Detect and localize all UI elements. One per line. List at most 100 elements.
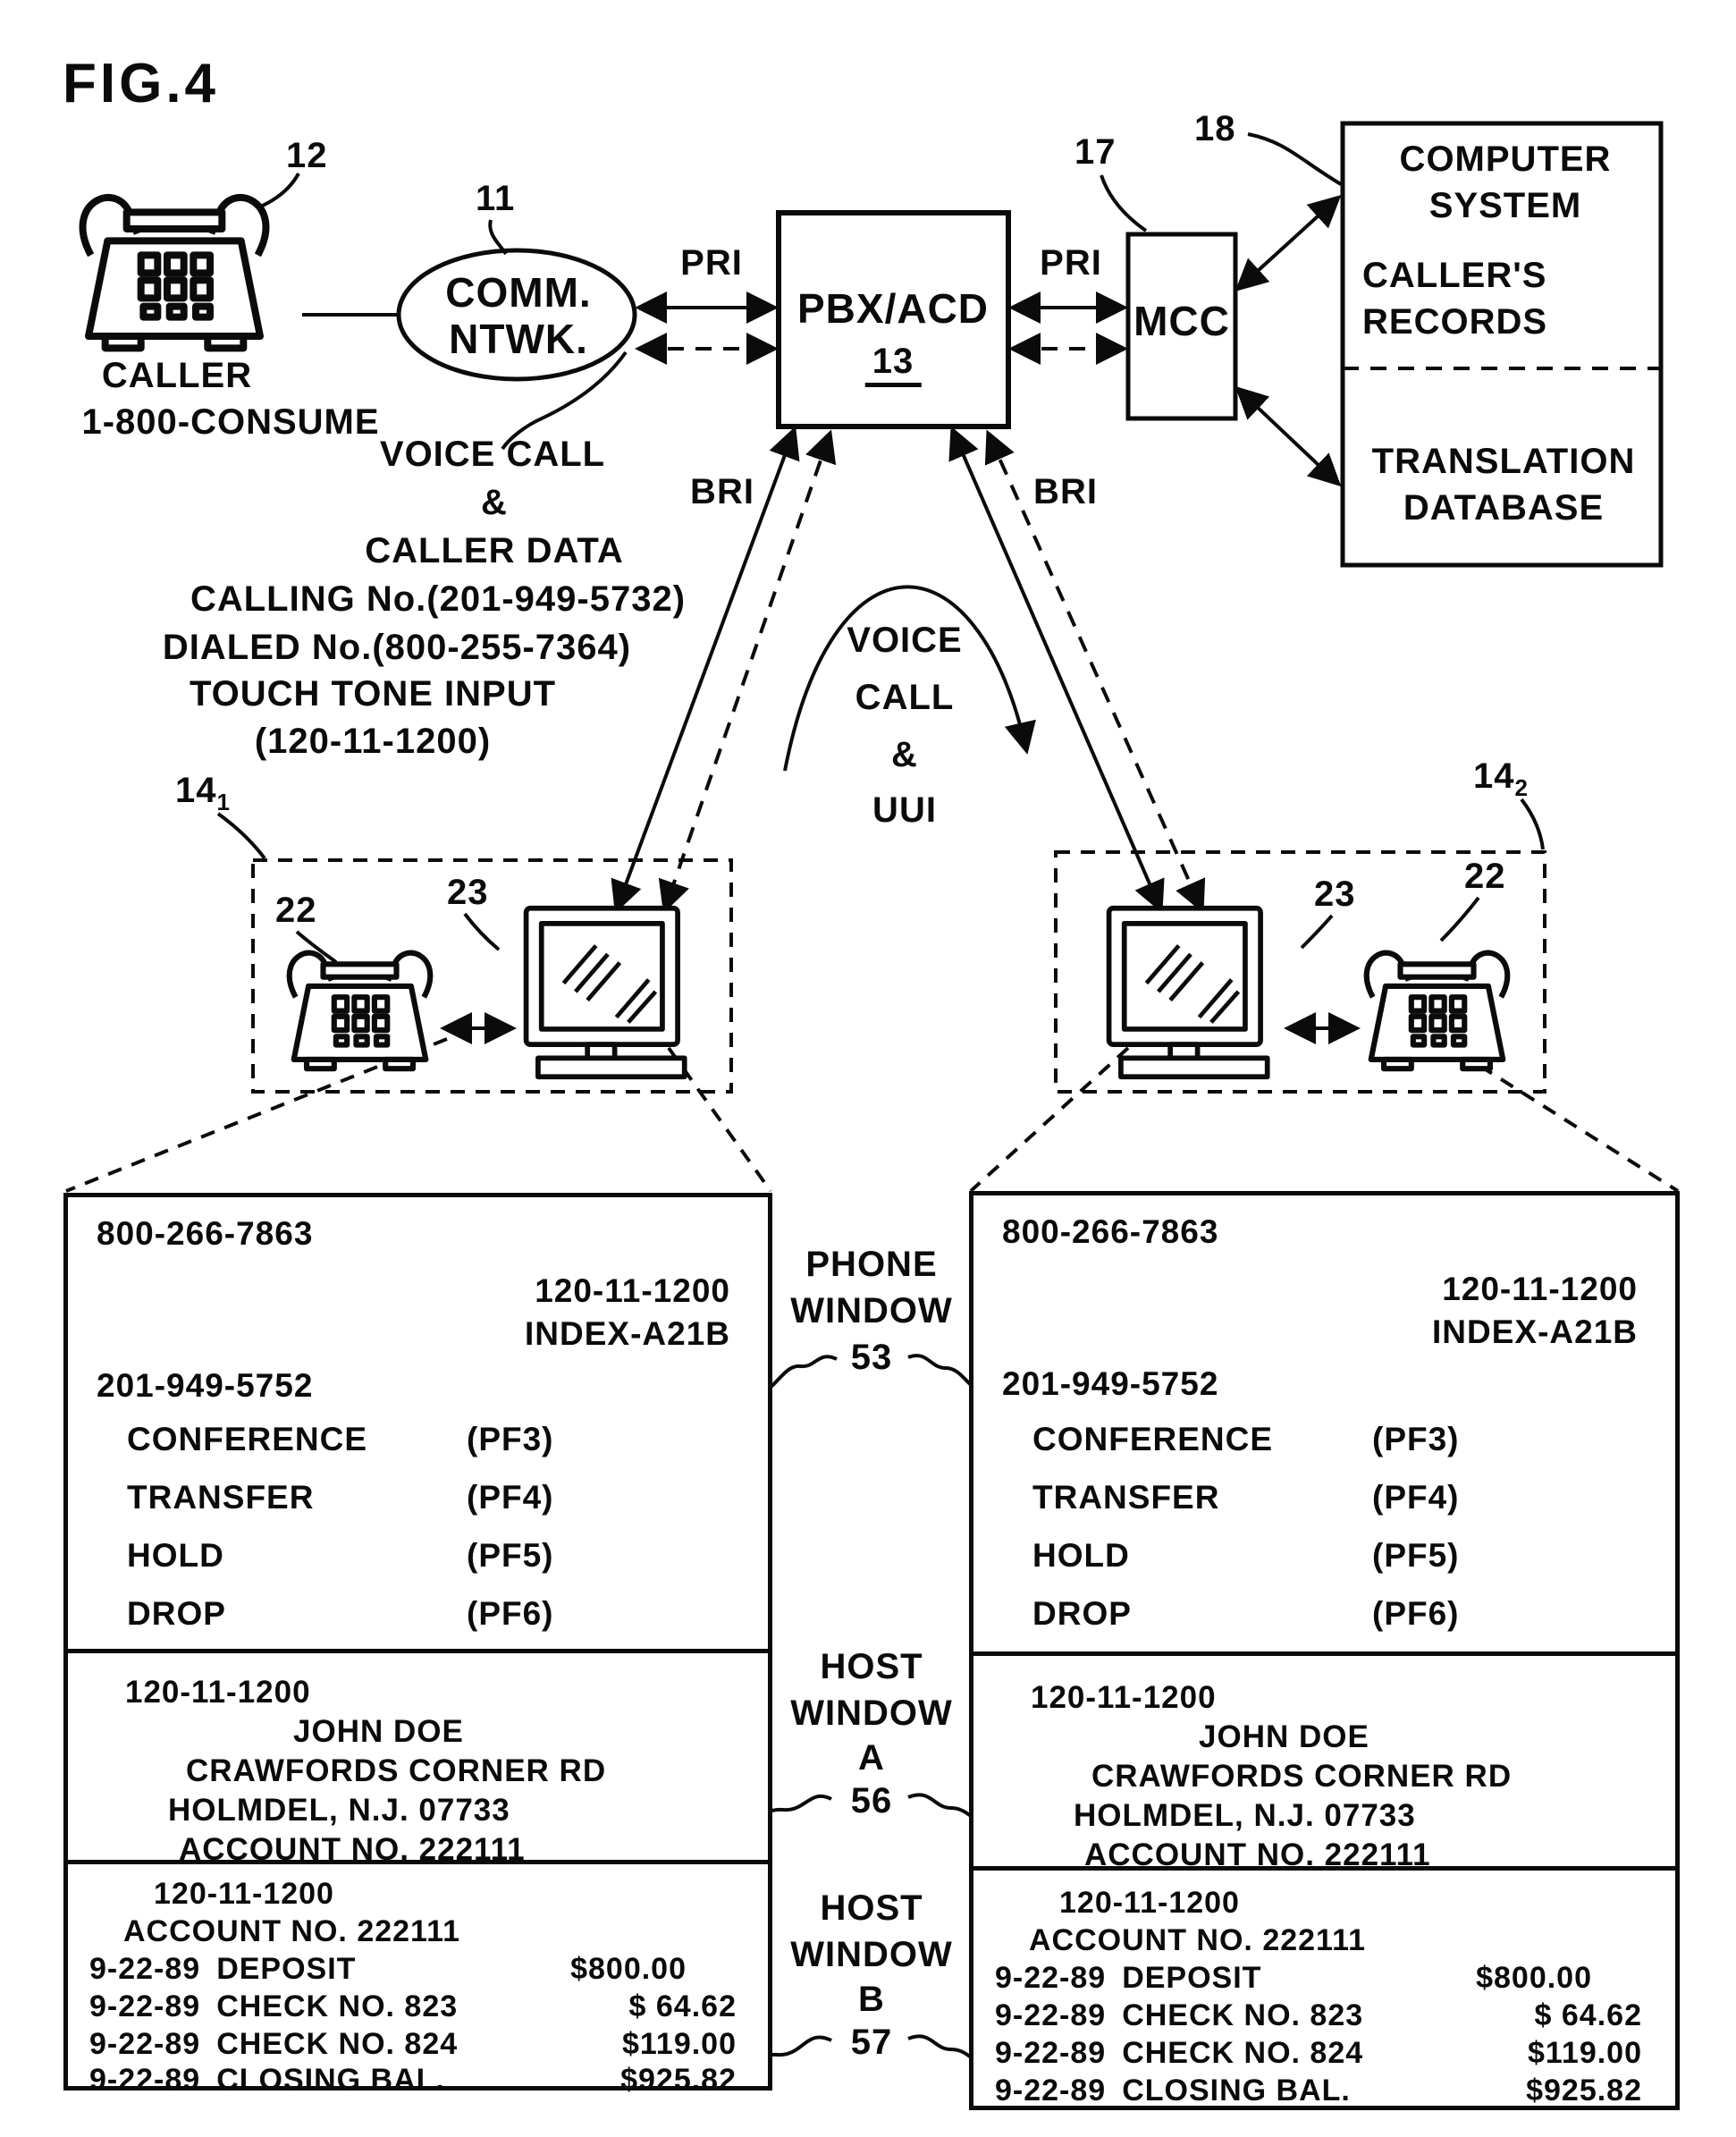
caller-number: 1-800-CONSUME [81, 402, 380, 442]
ref-56: 56 [850, 1781, 893, 1820]
tx-amount: $800.00 [570, 1952, 687, 1986]
tx-desc: CHECK NO. 823 [216, 1989, 459, 2023]
function-row: DROP (PF6) [1032, 1595, 1569, 1633]
ref-14-2-leader [1520, 798, 1545, 850]
function-key: (PF3) [467, 1421, 554, 1457]
ref-17-leader [1100, 174, 1148, 232]
mcc-label: MCC [1133, 298, 1230, 344]
host-window-a-label-2: WINDOW [790, 1694, 953, 1733]
caller-data-callout-leader [501, 351, 628, 451]
callers-records-1: CALLER'S [1362, 256, 1547, 295]
host-window-b-label-3: B [858, 1980, 885, 2019]
caller-label: CALLER [101, 356, 253, 395]
projection-left-a [65, 1037, 448, 1193]
function-key: (PF5) [467, 1537, 554, 1574]
function-row: HOLD (PF5) [1032, 1537, 1569, 1575]
tx-desc: CLOSING BAL. [216, 2063, 445, 2097]
section-divider [969, 1651, 1680, 1656]
host-a-line: 120-11-1200 [1031, 1680, 1217, 1715]
function-name: HOLD [1032, 1537, 1130, 1574]
function-key: (PF5) [1372, 1537, 1460, 1574]
function-name: DROP [1032, 1595, 1132, 1632]
host-window-a-label-1: HOST [820, 1647, 923, 1686]
ref-53: 53 [850, 1338, 893, 1377]
host-a-line: HOLMDEL, N.J. 07733 [168, 1793, 510, 1828]
function-key: (PF4) [467, 1479, 554, 1516]
uui-line: CALL [855, 678, 955, 717]
ref-22-right-leader [1439, 896, 1480, 942]
host-window-b-label-2: WINDOW [790, 1935, 953, 1974]
mcc-records-link [1235, 194, 1342, 292]
ref-23-left: 23 [447, 873, 489, 912]
touch-tone-id: 120-11-1200 [535, 1272, 730, 1309]
ref-12: 12 [286, 136, 328, 175]
tx-amount: $925.82 [1526, 2074, 1642, 2107]
caller-data-line: (120-11-1200) [254, 722, 492, 761]
function-name: CONFERENCE [1032, 1421, 1274, 1457]
phone-window-label-2: WINDOW [790, 1291, 953, 1330]
host-a-line: JOHN DOE [293, 1714, 464, 1749]
ref-23-right-leader [1300, 914, 1334, 950]
translation-db-1: TRANSLATION [1371, 442, 1636, 481]
caller-data-line: CALLING No.(201-949-5732) [190, 579, 687, 619]
tx-amount: $ 64.62 [1534, 1998, 1642, 2032]
tx-amount: $925.82 [620, 2063, 737, 2097]
computer-system-box [1340, 121, 1664, 568]
function-key: (PF3) [1372, 1421, 1460, 1457]
caller-data-line: & [481, 483, 508, 522]
bri-left-data-link [658, 429, 837, 914]
projection-right-a [969, 1046, 1130, 1193]
function-row: TRANSFER (PF4) [1032, 1479, 1569, 1516]
tx-date: 9-22-89 [89, 1989, 201, 2023]
pbx-ref: 13 [864, 342, 922, 387]
agent-terminal-right-icon [1109, 908, 1268, 1077]
host-a-line: 120-11-1200 [125, 1675, 311, 1710]
function-key: (PF4) [1372, 1479, 1460, 1516]
caller-data-line: DIALED No.(800-255-7364) [162, 628, 632, 667]
ref-22-left-leader [295, 930, 338, 964]
network-label-1: COMM. [445, 269, 592, 316]
tx-desc: DEPOSIT [216, 1952, 357, 1986]
pri-left-label: PRI [680, 243, 743, 283]
function-row: CONFERENCE (PF3) [127, 1421, 663, 1458]
host-a-line: ACCOUNT NO. 222111 [1084, 1837, 1431, 1872]
ref-53-leader-left [756, 1355, 838, 1398]
host-a-line: ACCOUNT NO. 222111 [179, 1832, 526, 1867]
uui-line: UUI [872, 790, 937, 830]
function-name: HOLD [127, 1537, 224, 1574]
tx-date: 9-22-89 [995, 1961, 1107, 1995]
caller-data-line: VOICE CALL [379, 435, 606, 474]
tx-date: 9-22-89 [995, 2036, 1107, 2070]
bri-right-data-link [984, 429, 1206, 914]
caller-data-line: TOUCH TONE INPUT [189, 674, 557, 714]
host-window-a-label-3: A [858, 1738, 885, 1778]
host-a-line: JOHN DOE [1199, 1719, 1369, 1754]
ref-14-1: 141 [175, 771, 231, 815]
host-a-line: HOLMDEL, N.J. 07733 [1074, 1798, 1416, 1833]
tx-desc: CLOSING BAL. [1122, 2074, 1351, 2107]
function-name: TRANSFER [1032, 1479, 1220, 1516]
ref-13: 13 [864, 342, 922, 387]
section-divider [63, 1860, 772, 1864]
bri-left-label: BRI [690, 472, 754, 511]
phone-window-label-1: PHONE [805, 1245, 938, 1284]
computer-title-2: SYSTEM [1428, 186, 1582, 225]
ref-17: 17 [1074, 132, 1117, 172]
calling-number: 201-949-5752 [1002, 1365, 1219, 1402]
index-code: INDEX-A21B [525, 1315, 730, 1352]
figure-title: FIG.4 [63, 53, 220, 114]
host-window-b-label-1: HOST [820, 1888, 923, 1928]
bri-right-label: BRI [1033, 472, 1098, 511]
function-name: CONFERENCE [127, 1421, 368, 1457]
agent-phone-left-icon [290, 953, 431, 1068]
function-key: (PF6) [1372, 1595, 1460, 1632]
station-right-dashed-box [1054, 850, 1546, 1094]
tx-desc: CHECK NO. 824 [1122, 2036, 1364, 2070]
dialed-number: 800-266-7863 [97, 1215, 314, 1252]
station-left-dashed-box [251, 858, 733, 1094]
ref-11: 11 [476, 179, 516, 218]
